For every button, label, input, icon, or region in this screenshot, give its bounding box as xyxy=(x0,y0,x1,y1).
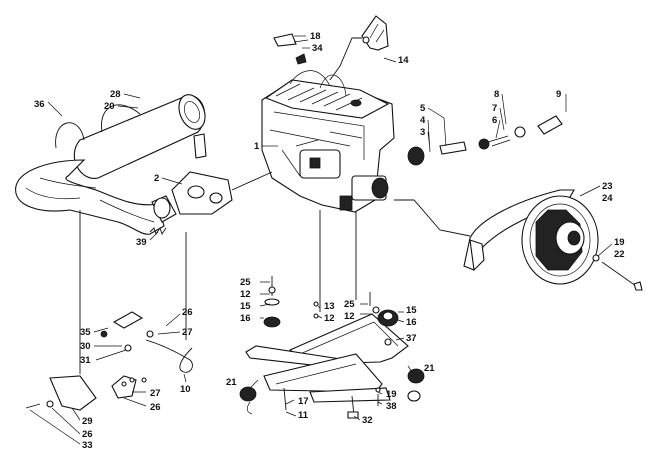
part-label-17: 17 xyxy=(298,396,309,407)
hardware-3-9 xyxy=(394,115,563,237)
exhaust-manifold-2 xyxy=(171,171,273,215)
part-label-18: 18 xyxy=(310,31,321,42)
part-label-21-left: 21 xyxy=(226,377,237,388)
part-label-12-right: 12 xyxy=(344,311,355,322)
rubber-mounts-21 xyxy=(239,368,425,415)
clip-34 xyxy=(295,53,307,65)
engine-assembly xyxy=(261,70,395,213)
part-label-20: 20 xyxy=(104,101,115,112)
part-label-2: 2 xyxy=(154,173,159,184)
part-label-23: 23 xyxy=(602,181,613,192)
part-label-33: 33 xyxy=(82,440,93,451)
part-label-14: 14 xyxy=(398,55,409,66)
mount-hardware-right xyxy=(319,210,399,346)
part-label-37: 37 xyxy=(406,333,417,344)
part-label-39: 39 xyxy=(136,237,147,248)
part-label-26-lower: 26 xyxy=(150,402,161,413)
part-label-25-left: 25 xyxy=(240,277,251,288)
part-label-29: 29 xyxy=(82,416,93,427)
spring-39 xyxy=(149,226,167,236)
part-label-27-upper: 27 xyxy=(182,327,193,338)
part-label-4: 4 xyxy=(420,115,426,126)
part-label-12-mid: 12 xyxy=(324,313,335,324)
part-label-34: 34 xyxy=(312,43,323,54)
part-label-3: 3 xyxy=(420,127,425,138)
part-label-26-upper: 26 xyxy=(182,307,193,318)
spring-bracket-35 xyxy=(79,210,193,374)
part-label-28: 28 xyxy=(110,89,121,100)
part-label-13: 13 xyxy=(324,301,335,312)
part-label-35: 35 xyxy=(80,327,91,338)
part-label-9: 9 xyxy=(556,89,561,100)
part-label-21-right: 21 xyxy=(424,363,435,374)
part-label-19-bottom: 19 xyxy=(386,389,397,400)
bracket-18 xyxy=(273,33,309,47)
lift-bracket-14 xyxy=(329,15,389,81)
part-label-15-right: 15 xyxy=(406,305,417,316)
part-label-5: 5 xyxy=(420,103,426,114)
part-label-24: 24 xyxy=(602,193,613,204)
part-label-11: 11 xyxy=(298,410,309,421)
part-label-27-lower: 27 xyxy=(150,388,161,399)
part-label-22: 22 xyxy=(614,249,625,260)
part-label-19-top: 19 xyxy=(614,237,625,248)
part-label-25-right: 25 xyxy=(344,299,355,310)
part-label-1: 1 xyxy=(254,141,260,152)
part-label-30: 30 xyxy=(80,341,91,352)
part-label-38: 38 xyxy=(386,401,397,412)
part-label-31: 31 xyxy=(80,355,91,366)
part-label-12-left: 12 xyxy=(240,289,251,300)
part-label-10: 10 xyxy=(180,384,191,395)
part-label-6: 6 xyxy=(492,115,497,126)
part-label-32: 32 xyxy=(362,415,373,426)
leader-lines xyxy=(29,35,613,445)
drive-clutch-23 xyxy=(463,189,599,285)
part-label-7: 7 xyxy=(492,103,497,114)
part-label-16-left: 16 xyxy=(240,313,251,324)
clutch-bolt-22 xyxy=(592,254,643,291)
mount-bolts xyxy=(283,387,381,419)
part-label-36: 36 xyxy=(34,99,45,110)
part-label-26-bottom: 26 xyxy=(82,429,93,440)
part-label-8: 8 xyxy=(494,89,499,100)
mount-hardware-left xyxy=(263,276,319,328)
part-label-16-right: 16 xyxy=(406,317,417,328)
muffler-assembly xyxy=(15,94,207,235)
heat-shield-29 xyxy=(25,375,147,411)
part-labels: 18 34 14 28 20 36 5 4 3 8 7 6 9 1 2 23 2… xyxy=(34,31,625,451)
part-label-15-left: 15 xyxy=(240,301,251,312)
